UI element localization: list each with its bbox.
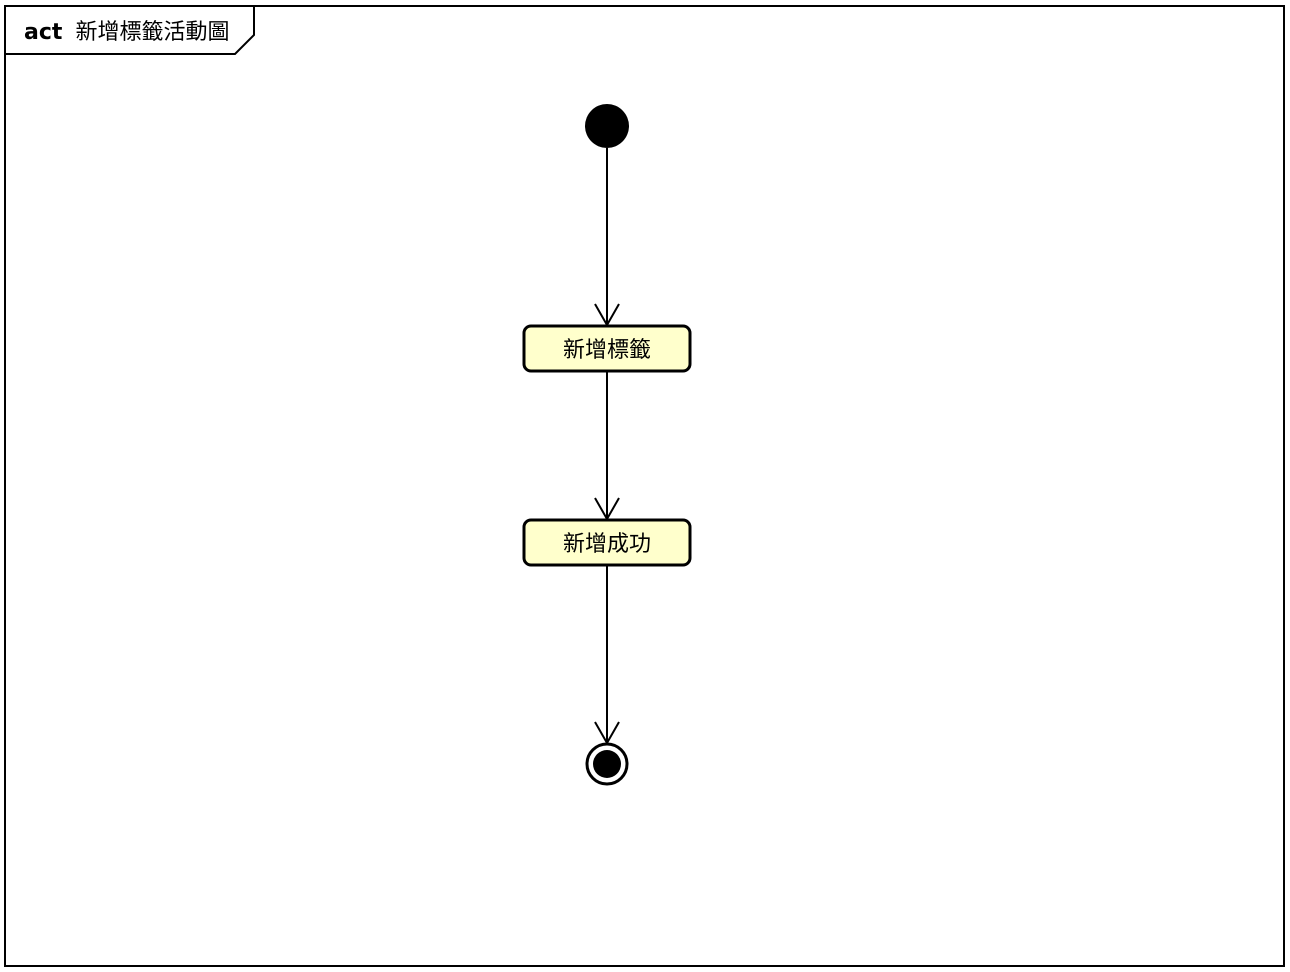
action-add-success-label: 新增成功 [563, 532, 651, 557]
action-add-success-box [522, 518, 692, 567]
frame-title: act 新增標籤活動圖 [24, 20, 230, 45]
initial-node[interactable] [585, 104, 629, 148]
final-node-dot [593, 750, 621, 778]
frame-name-tab [4, 5, 255, 55]
action-add-tag[interactable]: 新增標籤 [522, 324, 692, 373]
frame-keyword: act [24, 20, 63, 45]
action-add-success[interactable]: 新增成功 [522, 518, 692, 567]
frame-name: 新增標籤活動圖 [76, 20, 230, 45]
diagram-frame [4, 5, 1285, 967]
action-add-tag-box [522, 324, 692, 373]
action-add-tag-label: 新增標籤 [563, 338, 651, 363]
final-node[interactable] [585, 742, 629, 786]
